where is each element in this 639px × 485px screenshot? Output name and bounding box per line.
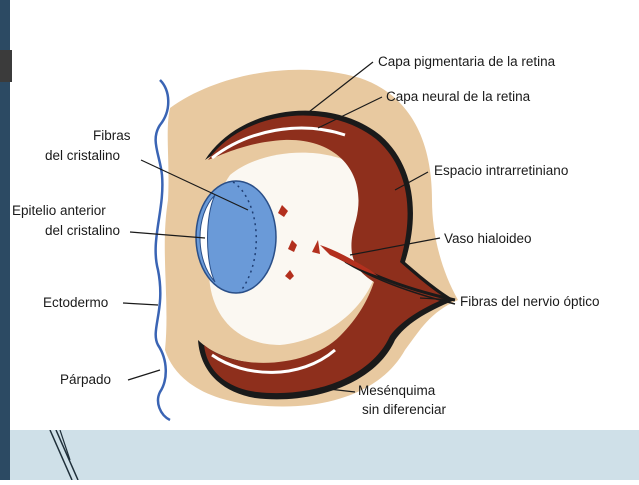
leader-fibras-cristalino	[140, 159, 249, 211]
label-espacio-intrarretiniano: Espacio intrarretiniano	[434, 163, 568, 178]
slide-top-area	[10, 0, 639, 40]
label-mesenquima-2: sin diferenciar	[362, 402, 447, 417]
leader-vaso	[349, 237, 441, 256]
label-parpado: Párpado	[60, 372, 111, 387]
neural-retina-layer	[204, 115, 446, 394]
footer-decoration-icon	[49, 429, 79, 481]
label-epitelio-2: del cristalino	[45, 223, 120, 238]
vessel-fragment-2	[288, 240, 297, 252]
leader-mesenquima	[319, 387, 356, 393]
vessel-fragment-3	[285, 270, 294, 280]
label-capa-neural: Capa neural de la retina	[386, 89, 531, 104]
label-fibras-nervio-optico: Fibras del nervio óptico	[460, 294, 600, 309]
label-capa-pigmentaria: Capa pigmentaria de la retina	[378, 54, 556, 69]
label-fibras-cristalino-1: Fibras	[93, 128, 131, 143]
lens-anterior-epithelium	[199, 194, 216, 283]
hyaloid-vessel	[320, 245, 378, 276]
slide-left-bar	[0, 0, 10, 480]
hyaloid-branch	[312, 240, 320, 254]
slide-left-notch	[0, 50, 12, 82]
label-ectodermo: Ectodermo	[43, 295, 108, 310]
label-epitelio-1: Epitelio anterior	[12, 203, 106, 218]
optic-nerve-fibers-2	[344, 261, 456, 305]
surface-ectoderm	[154, 79, 171, 422]
label-vaso-hialoideo: Vaso hialoideo	[444, 231, 532, 246]
intraretinal-space	[211, 126, 346, 160]
label-mesenquima-1: Mesénquima	[358, 383, 436, 398]
leader-capa-pigmentaria	[304, 61, 374, 116]
leader-fibras-nervio	[419, 297, 456, 301]
slide-footer-band	[10, 429, 639, 481]
leader-espacio	[394, 171, 429, 191]
leader-ectodermo	[122, 302, 159, 306]
vessel-fragment-1	[278, 205, 288, 217]
intraretinal-space-lower	[211, 348, 336, 374]
leader-capa-neural	[317, 96, 383, 129]
leader-parpado	[127, 369, 161, 381]
label-fibras-cristalino-2: del cristalino	[45, 148, 120, 163]
leader-epitelio	[129, 231, 206, 239]
